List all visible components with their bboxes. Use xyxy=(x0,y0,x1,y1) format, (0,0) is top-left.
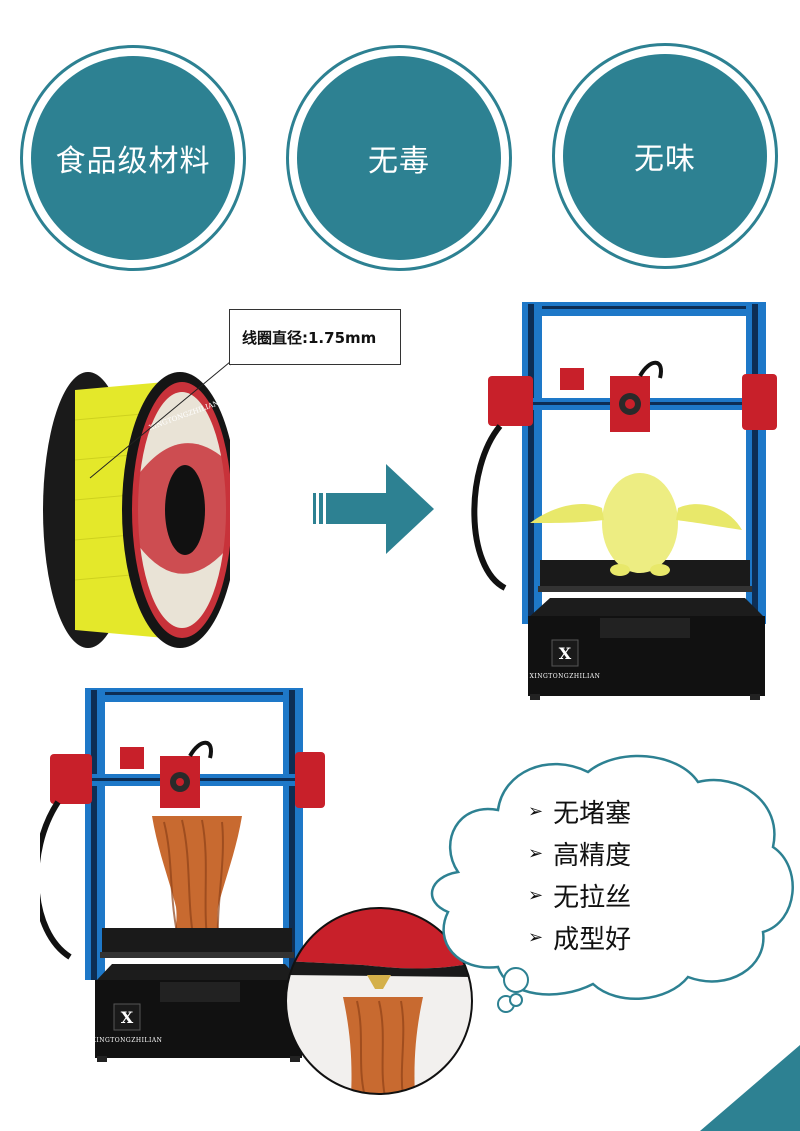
feature-circle-food-grade: 食品级材料 xyxy=(20,45,246,271)
arrow-bullet-icon: ➢ xyxy=(528,842,544,864)
printer-logo-letter: X xyxy=(559,644,572,663)
bullet-label: 无拉丝 xyxy=(553,882,632,913)
diameter-label-text: 线圈直径:1.75mm xyxy=(242,328,377,347)
arrow-bullet-icon: ➢ xyxy=(528,884,544,906)
printer-yellow-print-image: X XINGTONGZHILIAN xyxy=(471,302,777,700)
bullet-label: 成型好 xyxy=(553,924,632,955)
list-item: ➢ 无堵塞 xyxy=(528,790,631,832)
feature-label: 无毒 xyxy=(368,144,430,179)
feature-circle-odorless: 无味 xyxy=(552,43,778,269)
list-item: ➢ 高精度 xyxy=(528,832,631,874)
printer-logo-letter: X xyxy=(121,1008,134,1027)
diameter-label: 线圈直径:1.75mm xyxy=(229,309,401,365)
feature-label: 无味 xyxy=(634,142,696,177)
printer-brand-text: XINGTONGZHILIAN xyxy=(92,1037,163,1044)
feature-circle-non-toxic: 无毒 xyxy=(286,45,512,271)
bullet-label: 高精度 xyxy=(553,840,632,871)
feature-label: 食品级材料 xyxy=(55,144,211,179)
feature-circle-fill: 食品级材料 xyxy=(31,56,235,260)
cloud-bullet-list: ➢ 无堵塞 ➢ 高精度 ➢ 无拉丝 ➢ 成型好 xyxy=(528,790,631,958)
feature-circle-fill: 无味 xyxy=(563,54,767,258)
corner-accent-triangle xyxy=(700,1045,800,1131)
thought-cloud xyxy=(430,754,794,1013)
bullet-label: 无堵塞 xyxy=(553,798,632,829)
list-item: ➢ 成型好 xyxy=(528,916,631,958)
arrow-bullet-icon: ➢ xyxy=(528,926,544,948)
printer-brand-text: XINGTONGZHILIAN xyxy=(530,673,601,680)
nozzle-detail-circle xyxy=(285,907,473,1095)
filament-spool-image: XINGTONGZHILIAN xyxy=(43,361,230,648)
feature-circle-fill: 无毒 xyxy=(297,56,501,260)
list-item: ➢ 无拉丝 xyxy=(528,874,631,916)
printer-orange-vase-image: X XINGTONGZHILIAN xyxy=(40,688,325,1062)
arrow-bullet-icon: ➢ xyxy=(528,800,544,822)
right-arrow-icon xyxy=(313,464,434,554)
